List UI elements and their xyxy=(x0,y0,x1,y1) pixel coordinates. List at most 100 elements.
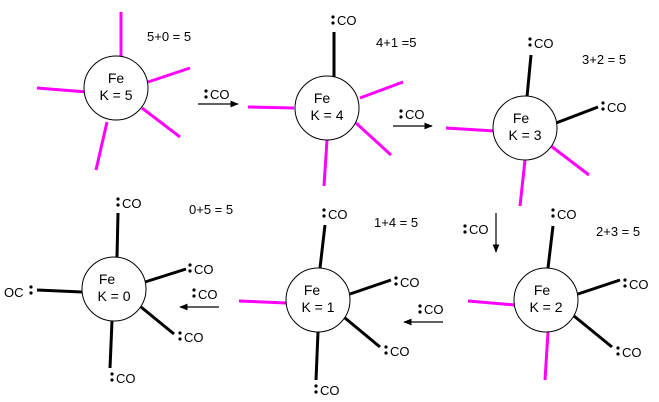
co-bond xyxy=(318,224,327,269)
lone-pair-dot xyxy=(399,109,403,113)
lone-pair-dot xyxy=(463,224,467,228)
co-label: CO xyxy=(390,344,410,359)
lone-pair-dot xyxy=(192,288,196,292)
lone-pair-dot xyxy=(314,384,318,388)
co-label: CO xyxy=(320,383,340,398)
co-bond xyxy=(140,305,175,336)
metal-center xyxy=(492,95,558,161)
lone-pair-dot xyxy=(314,390,318,394)
vacant-site xyxy=(147,66,191,84)
co-label: CO xyxy=(116,371,136,386)
electron-count-equation: 3+2 = 5 xyxy=(582,52,626,67)
vacant-site xyxy=(94,121,109,171)
element-label: Fe xyxy=(513,110,530,126)
co-bond xyxy=(115,212,120,258)
vacant-site xyxy=(467,299,516,307)
k-label: K = 1 xyxy=(301,299,334,315)
lone-pair-dot xyxy=(116,203,120,207)
reaction-arrow: CO xyxy=(463,213,500,253)
lone-pair-dot xyxy=(178,337,182,341)
fe-complex-k1: CO CO CO CO Fe K = 1 1+4 = 5 xyxy=(238,207,420,398)
lone-pair-dot xyxy=(394,276,398,280)
metal-center xyxy=(513,267,579,333)
lone-pair-dot xyxy=(551,208,555,212)
co-bond xyxy=(525,54,533,98)
vacant-site xyxy=(359,80,404,100)
co-label: CO xyxy=(534,36,554,51)
co-bond xyxy=(573,314,613,349)
electron-count-equation: 1+4 = 5 xyxy=(374,215,418,230)
k-label: K = 2 xyxy=(529,299,562,315)
co-bond xyxy=(314,331,320,381)
lone-pair-dot xyxy=(394,282,398,286)
vacant-site xyxy=(141,106,181,139)
fe-complex-k5: Fe K = 5 5+0 = 5 xyxy=(36,12,191,171)
co-bond xyxy=(546,225,555,269)
co-label: CO xyxy=(629,277,649,292)
lone-pair-dot xyxy=(110,372,114,376)
vacant-site xyxy=(543,331,550,381)
lone-pair-dot xyxy=(204,95,208,99)
co-bond xyxy=(344,316,381,349)
reaction-arrow: CO xyxy=(179,287,219,311)
element-label: Fe xyxy=(99,271,116,287)
lone-pair-dot xyxy=(204,89,208,93)
element-label: Fe xyxy=(304,282,321,298)
co-bond xyxy=(144,267,187,284)
metal-center xyxy=(83,55,149,121)
reaction-arrow: CO xyxy=(393,107,433,130)
reagent-label: CO xyxy=(210,87,230,102)
lone-pair-dot xyxy=(331,15,335,19)
lone-pair-dot xyxy=(601,107,605,111)
lone-pair-dot xyxy=(384,345,388,349)
co-bond xyxy=(349,278,392,296)
k-label: K = 3 xyxy=(508,127,541,143)
co-bond xyxy=(108,320,114,369)
vacant-site xyxy=(354,121,393,157)
lone-pair-dot xyxy=(322,214,326,218)
reaction-arrow: CO xyxy=(198,87,239,108)
metal-center xyxy=(294,75,360,141)
lone-pair-dot xyxy=(418,304,422,308)
fe-complex-k2: CO CO CO Fe K = 2 2+3 = 5 xyxy=(467,207,649,381)
vacant-site xyxy=(36,86,88,94)
lone-pair-dot xyxy=(331,21,335,25)
k-label: K = 0 xyxy=(97,288,130,304)
electron-count-equation: 5+0 = 5 xyxy=(147,29,191,44)
fe-complex-k0: CO CO CO CO OC Fe K = 0 0+5 = 5 xyxy=(4,196,233,386)
lone-pair-dot xyxy=(528,37,532,41)
reaction-arrow: CO xyxy=(403,302,444,326)
co-label: CO xyxy=(184,330,204,345)
reagent-label: CO xyxy=(469,222,489,237)
co-bond xyxy=(36,288,83,294)
lone-pair-dot xyxy=(29,291,33,295)
lone-pair-dot xyxy=(528,43,532,47)
co-label: CO xyxy=(194,262,214,277)
co-bond xyxy=(577,278,621,296)
lone-pair-dot xyxy=(178,331,182,335)
vacant-site xyxy=(238,299,287,305)
vacant-site xyxy=(550,144,590,177)
element-label: Fe xyxy=(314,90,331,106)
fe-complex-k4: CO Fe K = 4 4+1 =5 xyxy=(247,13,417,187)
lone-pair-dot xyxy=(384,351,388,355)
electron-count-equation: 2+3 = 5 xyxy=(596,224,640,239)
co-label: CO xyxy=(400,275,420,290)
co-label: CO xyxy=(622,345,642,360)
co-label: CO xyxy=(122,196,142,211)
reagent-label: CO xyxy=(198,287,218,302)
lone-pair-dot xyxy=(551,214,555,218)
lone-pair-dot xyxy=(418,310,422,314)
lone-pair-dot xyxy=(616,346,620,350)
electron-count-equation: 4+1 =5 xyxy=(376,35,417,50)
lone-pair-dot xyxy=(601,101,605,105)
fe-complex-k3: CO CO Fe K = 3 3+2 = 5 xyxy=(445,36,627,207)
vacant-site xyxy=(247,105,295,110)
reagent-label: CO xyxy=(424,302,444,317)
lone-pair-dot xyxy=(322,208,326,212)
metal-center xyxy=(81,256,147,322)
lone-pair-dot xyxy=(110,378,114,382)
lone-pair-dot xyxy=(188,269,192,273)
vacant-site xyxy=(518,159,527,207)
